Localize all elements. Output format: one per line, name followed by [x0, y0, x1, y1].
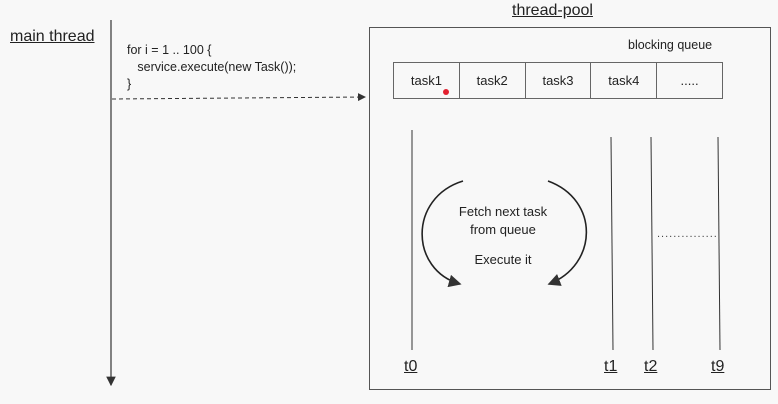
thread-line-t2	[650, 136, 654, 351]
loop-arc-right	[547, 180, 588, 286]
thread-label-t9: t9	[711, 358, 725, 375]
thread-pool-title: thread-pool	[512, 2, 593, 19]
main-thread-label: main thread	[10, 28, 95, 45]
queue-cell: task4	[591, 63, 658, 98]
loop-description: Fetch next task from queue Execute it	[438, 203, 568, 269]
loop-arc-left	[421, 180, 464, 288]
thread-pool-box	[369, 27, 771, 390]
queue-cell: task3	[526, 63, 592, 98]
submit-arrow	[111, 93, 366, 102]
blocking-queue-label: blocking queue	[628, 38, 713, 52]
loop-line: from queue	[470, 222, 536, 237]
code-line: service.execute(new Task());	[127, 60, 297, 74]
loop-line: Execute it	[474, 252, 532, 267]
thread-label-t2: t2	[644, 358, 658, 375]
queue-cell: task1	[394, 63, 460, 98]
thread-label-t1: t1	[604, 358, 618, 375]
blocking-queue: task1 task2 task3 task4 .....	[393, 62, 723, 99]
code-line: for i = 1 .. 100 {	[127, 43, 212, 57]
queue-cell-label: task2	[476, 73, 508, 88]
queue-cell: .....	[657, 63, 722, 98]
queue-cell-label: task4	[608, 73, 640, 88]
thread-line-t9	[717, 136, 721, 351]
pointer-dot-icon	[443, 89, 449, 95]
ellipsis-threads: ...............	[657, 228, 718, 240]
code-snippet: for i = 1 .. 100 { service.execute(new T…	[127, 42, 296, 93]
loop-line: Fetch next task	[458, 204, 548, 219]
queue-cell-label: .....	[680, 73, 699, 88]
thread-line-t1	[610, 136, 614, 351]
thread-label-t0: t0	[404, 358, 418, 375]
code-line: }	[127, 77, 132, 91]
queue-cell-label: task1	[410, 73, 442, 88]
queue-cell: task2	[460, 63, 526, 98]
queue-cell-label: task3	[542, 73, 574, 88]
